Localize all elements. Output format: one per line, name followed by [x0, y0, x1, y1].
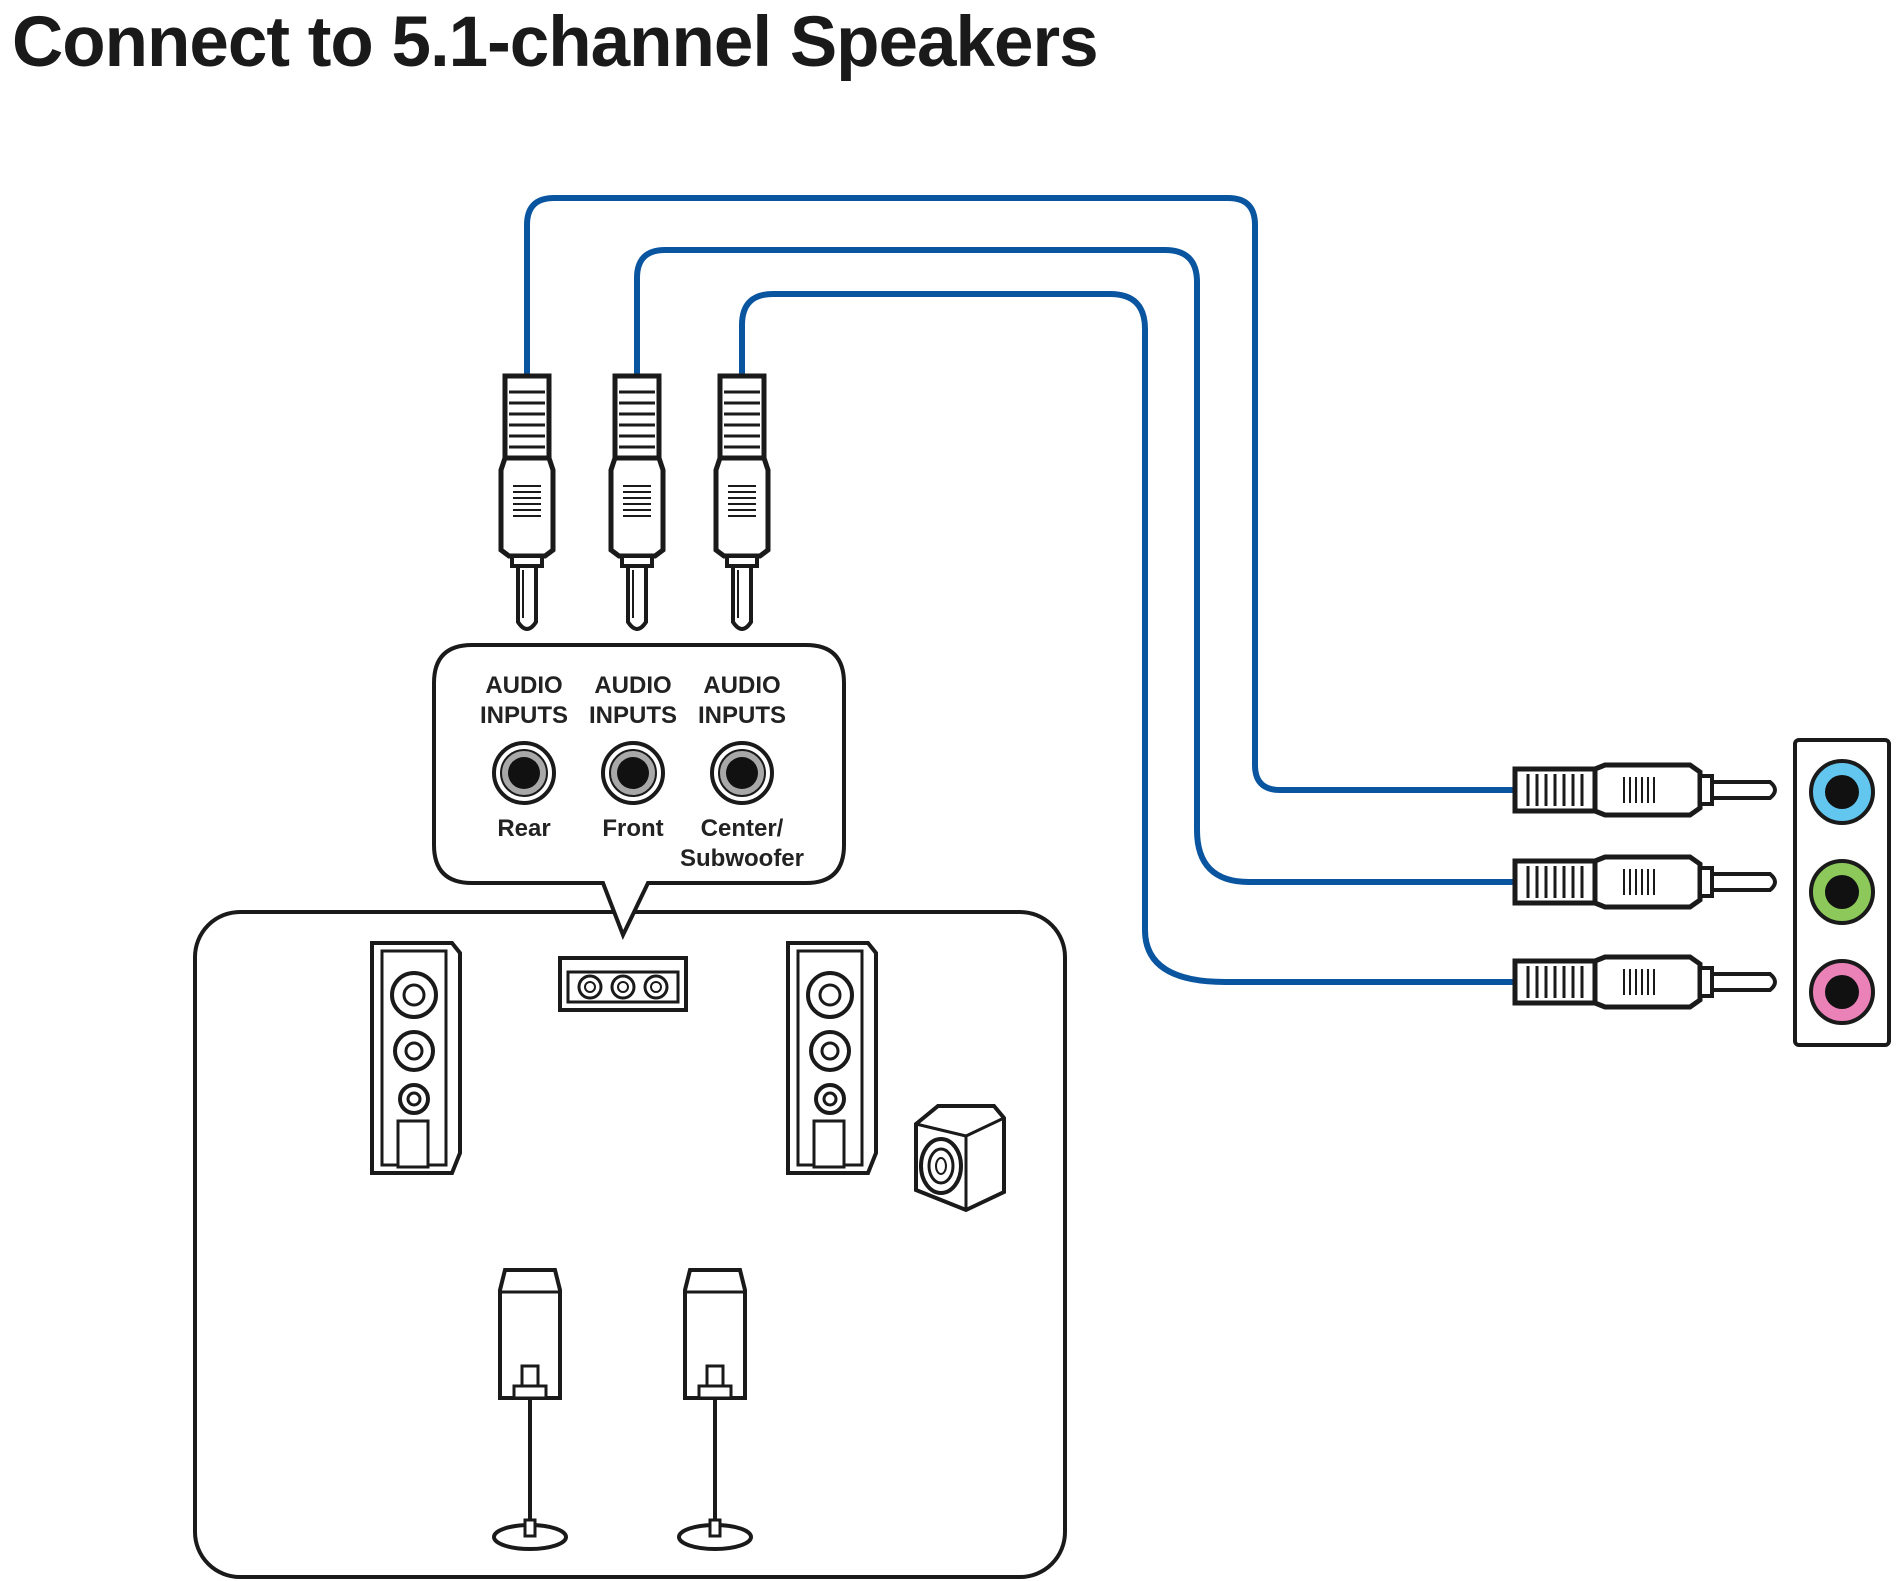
jack-port-green-icon: [1809, 859, 1875, 925]
speaker-room: [193, 910, 1067, 1579]
plug-tip: [1710, 780, 1777, 800]
tower-speaker-icon: [370, 941, 462, 1175]
tower-speaker-icon: [786, 941, 878, 1175]
satellite-speaker-icon: [492, 1268, 568, 1551]
channel-name: Rear: [497, 815, 550, 842]
plugs: [498, 373, 1777, 1010]
speaker-cabinet: [683, 1268, 747, 1400]
speaker-driver-center: [820, 1041, 840, 1061]
plug-tip: [1710, 972, 1777, 992]
center-speaker-icon: [558, 956, 688, 1012]
speaker-input-callout: AUDIO INPUTS Rear AUDIO INPUTS Front AUDIO INPU…: [432, 643, 846, 941]
plug-tip: [731, 564, 753, 631]
audio-io-panel: [1793, 738, 1891, 1047]
plug-body: [498, 455, 556, 559]
stand-mount: [512, 1384, 548, 1400]
stand-foot: [708, 1518, 722, 1538]
jack-hole: [1825, 775, 1859, 809]
speaker-driver-center: [650, 981, 662, 993]
plug-body: [608, 455, 666, 559]
jack-hole: [1825, 975, 1859, 1009]
audio-plug-vertical: [608, 373, 666, 631]
audio-plug-vertical: [498, 373, 556, 631]
speaker-driver-center: [818, 983, 842, 1007]
plug-grip: [612, 373, 662, 461]
satellite-speaker-icon: [677, 1268, 753, 1551]
jack-port-pink-icon: [1809, 959, 1875, 1025]
audio-plug-horizontal: [1512, 762, 1777, 818]
speaker-cabinet: [498, 1268, 562, 1400]
jack-hole: [1825, 875, 1859, 909]
speaker-driver-center: [822, 1091, 838, 1107]
plug-tip: [626, 564, 648, 631]
jack-hole: [617, 757, 649, 789]
channel-name: Center/: [701, 815, 784, 842]
audio-cable: [739, 291, 1515, 985]
speaker-port: [520, 1364, 540, 1388]
input-label-line2: INPUTS: [698, 702, 786, 729]
speaker-input-jack: AUDIO INPUTS Rear: [480, 672, 568, 842]
channel-name: Front: [602, 815, 663, 842]
plug-body: [713, 455, 771, 559]
speaker-port: [396, 1119, 430, 1169]
speaker-input-jack: AUDIO INPUTS Front: [589, 672, 677, 842]
page-title: Connect to 5.1-channel Speakers: [12, 3, 1099, 82]
channel-name-line2: Subwoofer: [680, 845, 804, 872]
jack-port-blue-icon: [1809, 759, 1875, 825]
speaker-driver-center: [402, 983, 426, 1007]
plug-tip: [516, 564, 538, 631]
subwoofer-icon: [914, 1104, 1006, 1213]
cables: [524, 195, 1515, 985]
input-label-line1: AUDIO: [703, 672, 780, 699]
speaker-port: [705, 1364, 725, 1388]
audio-cable: [634, 247, 1515, 885]
input-label-line1: AUDIO: [594, 672, 671, 699]
audio-plug-horizontal: [1512, 854, 1777, 910]
speaker-input-jack: AUDIO INPUTS Center/Subwoofer: [680, 672, 804, 872]
stand-foot: [523, 1518, 537, 1538]
speaker-driver-center: [584, 981, 596, 993]
speaker-driver-center: [404, 1041, 424, 1061]
speaker-port: [812, 1119, 846, 1169]
jack-hole: [726, 757, 758, 789]
input-label-line2: INPUTS: [589, 702, 677, 729]
input-label-line2: INPUTS: [480, 702, 568, 729]
audio-cable: [524, 195, 1515, 793]
audio-plug-horizontal: [1512, 954, 1777, 1010]
audio-plug-vertical: [713, 373, 771, 631]
speaker-driver-center: [617, 981, 629, 993]
stand-mount: [697, 1384, 733, 1400]
subwoofer-driver-center: [935, 1157, 947, 1175]
input-label-line1: AUDIO: [485, 672, 562, 699]
speaker-driver-center: [406, 1091, 422, 1107]
plug-tip: [1710, 872, 1777, 892]
jack-hole: [508, 757, 540, 789]
